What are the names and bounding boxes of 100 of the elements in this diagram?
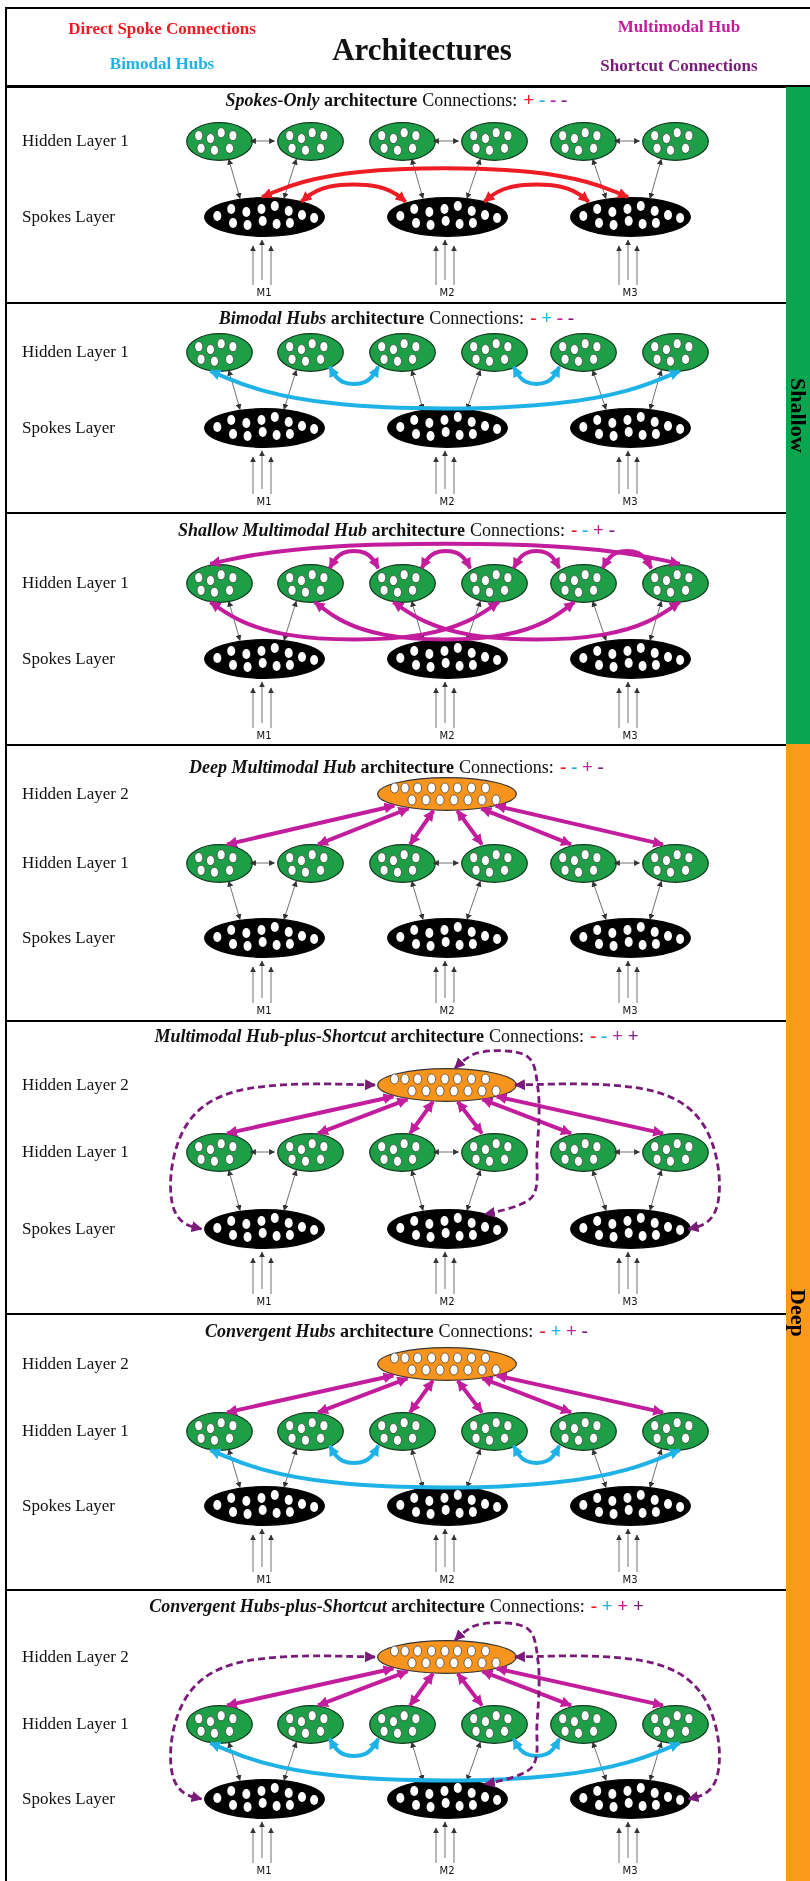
modality-label: M2 [439,495,455,507]
neuron-cluster-ellipse [368,1411,436,1451]
double-headed-arrow [465,1448,482,1488]
double-headed-arrow [408,1100,435,1135]
connections-label: Connections: [422,90,518,110]
connection-signs: - + - - [530,307,575,328]
modality-label: M3 [622,286,638,298]
double-headed-arrow [648,1169,663,1211]
diagram-title: Architectures [332,32,512,68]
double-headed-arrow [432,1149,460,1155]
double-headed-arrow [209,541,681,568]
category-band [786,744,810,1881]
double-headed-arrow [601,548,653,570]
legend-entry: Multimodal Hub [617,17,741,37]
neuron-cluster-ellipse [569,197,691,237]
dashed-double-headed-arrow [513,1651,721,1803]
neuron-cluster-ellipse [386,1779,508,1819]
neuron-cluster-ellipse [203,918,325,958]
neuron-cluster-ellipse [460,1411,528,1451]
neuron-cluster-ellipse [460,121,528,161]
neuron-cluster-ellipse [549,121,617,161]
double-headed-arrow [495,1093,664,1137]
double-headed-arrow [328,1444,380,1466]
layer-label: Hidden Layer 1 [22,1713,129,1735]
neuron-cluster-ellipse [377,1068,517,1102]
double-headed-arrow [495,1372,664,1416]
double-headed-arrow [317,1376,409,1415]
double-headed-arrow [613,860,641,866]
connection-signs: + - - - [523,89,568,110]
architecture-panel [5,302,786,512]
neuron-cluster-ellipse [641,843,709,883]
neuron-cluster-ellipse [368,121,436,161]
double-headed-arrow [209,600,500,642]
neuron-cluster-ellipse [203,1486,325,1526]
double-headed-arrow [328,1737,380,1759]
architecture-name: Shallow Multimodal Hub architecture [178,520,465,540]
double-headed-arrow [512,1444,561,1465]
architecture-name: Spokes-Only architecture [225,90,418,110]
layer-label: Hidden Layer 1 [22,130,129,152]
double-headed-arrow [227,1741,242,1781]
double-headed-arrow [249,138,276,144]
neuron-cluster-ellipse [386,1486,508,1526]
double-headed-arrow [495,1665,664,1709]
double-headed-arrow [227,1169,242,1211]
connections-label: Connections: [489,1596,585,1616]
neuron-cluster-ellipse [386,408,508,448]
neuron-cluster-ellipse [368,332,436,372]
neuron-cluster-ellipse [276,332,344,372]
architecture-name: Convergent Hubs-plus-Shortcut architecture [149,1596,485,1616]
architecture-panel [5,512,786,744]
double-headed-arrow [613,1149,641,1155]
architecture-panel [5,1020,786,1313]
connections-label: Connections: [488,1026,584,1046]
legend-entry: Bimodal Hubs [109,54,215,74]
neuron-cluster-ellipse [276,1704,344,1744]
band-label: Deep [785,1288,810,1337]
neuron-cluster-ellipse [569,1209,691,1249]
double-headed-arrow [227,1448,242,1488]
neuron-cluster-ellipse [368,843,436,883]
double-headed-arrow [456,1379,484,1414]
double-headed-arrow [648,1741,663,1781]
double-headed-arrow [410,1169,425,1211]
double-headed-arrow [282,600,298,641]
neuron-cluster-ellipse [386,1209,508,1249]
layer-label: Spokes Layer [22,206,115,228]
architecture-name: Multimodal Hub-plus-Shortcut architecture [154,1026,484,1046]
double-headed-arrow [613,138,641,144]
modality-label: M2 [439,729,455,741]
modality-label: M2 [439,1573,455,1585]
double-headed-arrow [648,880,663,920]
double-headed-arrow [512,365,561,386]
double-headed-arrow [226,1372,395,1416]
double-headed-arrow [455,809,484,846]
double-headed-arrow [494,802,664,848]
layer-label: Spokes Layer [22,417,115,439]
category-band [786,87,810,744]
dashed-double-headed-arrow [454,1621,541,1788]
modality-label: M2 [439,1864,455,1876]
architecture-name: Convergent Hubs architecture [205,1321,434,1341]
modality-label: M2 [439,286,455,298]
double-headed-arrow [456,1672,484,1707]
architecture-name: Deep Multimodal Hub architecture [189,757,454,777]
neuron-cluster-ellipse [460,1132,528,1172]
neuron-cluster-ellipse [386,197,508,237]
modality-label: M3 [622,1573,638,1585]
modality-label: M2 [439,1295,455,1307]
neuron-cluster-ellipse [460,332,528,372]
layer-label: Hidden Layer 1 [22,572,129,594]
modality-label: M3 [622,729,638,741]
double-headed-arrow [226,1093,395,1137]
double-headed-arrow [209,1741,681,1783]
neuron-cluster-ellipse [203,1779,325,1819]
modality-label: M1 [256,1295,272,1307]
connections-label: Connections: [438,1321,534,1341]
double-headed-arrow [209,1448,681,1490]
double-headed-arrow [420,548,472,570]
layer-label: Hidden Layer 2 [22,1074,129,1096]
connections-label: Connections: [458,757,554,777]
neuron-cluster-ellipse [276,563,344,603]
layer-label: Hidden Layer 2 [22,783,129,805]
